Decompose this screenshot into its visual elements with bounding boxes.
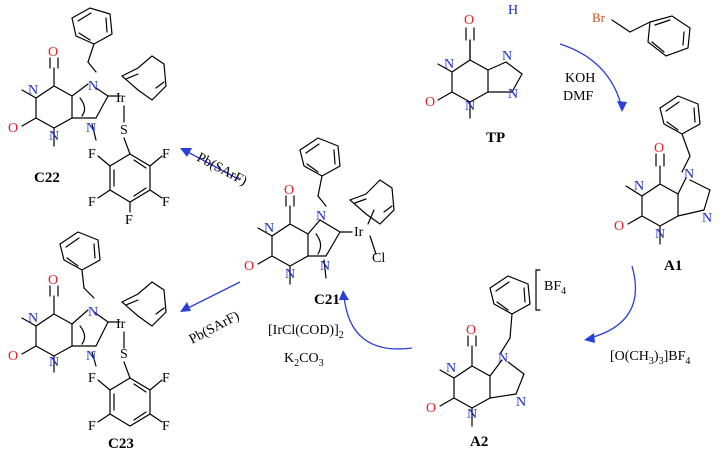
label-tp: TP bbox=[486, 130, 505, 146]
atom-n: N bbox=[516, 395, 526, 410]
atom-ir: Ir bbox=[116, 317, 126, 332]
arrow-a2-to-c21 bbox=[343, 295, 413, 350]
atom-f: F bbox=[162, 371, 170, 386]
atom-n: N bbox=[446, 361, 456, 376]
atom-f: F bbox=[88, 419, 96, 434]
atom-f: F bbox=[162, 195, 170, 210]
atom-n: N bbox=[49, 355, 59, 370]
reagent-pb-sarf-1: Pb(SArF) bbox=[194, 150, 249, 189]
molecule-a2: BF4 O N N O N N bbox=[426, 269, 566, 427]
atom-o: O bbox=[464, 13, 474, 28]
molecule-a1: O N N O N N bbox=[614, 95, 712, 245]
atom-s: S bbox=[120, 123, 128, 138]
label-a1: A1 bbox=[664, 258, 682, 274]
label-c22: C22 bbox=[34, 170, 60, 186]
atom-n: N bbox=[498, 351, 508, 366]
atom-br: Br bbox=[592, 10, 606, 25]
atom-n: N bbox=[285, 267, 295, 282]
atom-ir: Ir bbox=[116, 91, 126, 106]
atom-ir: Ir bbox=[354, 225, 364, 240]
reagent-ircl-cod: [IrCl(COD)]2 bbox=[268, 323, 344, 341]
atom-n: N bbox=[655, 227, 665, 242]
atom-o: O bbox=[48, 273, 58, 288]
counterion-bf4: BF4 bbox=[544, 279, 566, 297]
label-c23: C23 bbox=[108, 436, 134, 452]
atom-n: N bbox=[702, 211, 712, 226]
atom-cl: Cl bbox=[372, 251, 385, 266]
atom-o: O bbox=[426, 401, 436, 416]
molecule-benzyl-bromide: Br bbox=[592, 10, 691, 57]
molecule-c22: O N N O N N Ir S F F F F F bbox=[8, 7, 170, 228]
atom-f: F bbox=[162, 419, 170, 434]
atom-n: N bbox=[49, 129, 59, 144]
atom-n: N bbox=[444, 57, 454, 72]
atom-f: F bbox=[88, 195, 96, 210]
atom-n: N bbox=[320, 259, 330, 274]
reagent-k2co3: K2CO3 bbox=[284, 351, 324, 369]
atom-o: O bbox=[284, 183, 294, 198]
atom-f: F bbox=[162, 147, 170, 162]
atom-o: O bbox=[614, 219, 624, 234]
atom-n: N bbox=[634, 179, 644, 194]
arrow-tp-to-a1 bbox=[559, 43, 623, 109]
atom-n: N bbox=[88, 305, 98, 320]
reagent-pb-sarf-2: Pb(SArF) bbox=[187, 309, 242, 348]
atom-o: O bbox=[8, 349, 18, 364]
atom-f: F bbox=[88, 147, 96, 162]
atom-n: N bbox=[28, 311, 38, 326]
atom-n: N bbox=[316, 209, 326, 224]
arrow-c21-to-c22 bbox=[183, 149, 241, 181]
atom-n: N bbox=[684, 167, 694, 182]
atom-n: N bbox=[508, 87, 518, 102]
reagent-dmf: DMF bbox=[563, 89, 594, 104]
atom-nh: H bbox=[508, 3, 518, 18]
atom-n: N bbox=[502, 49, 512, 64]
atom-n: N bbox=[467, 407, 477, 422]
atom-n: N bbox=[86, 121, 96, 136]
atom-o: O bbox=[8, 121, 18, 136]
arrow-a1-to-a2 bbox=[589, 265, 637, 339]
atom-o: O bbox=[244, 259, 254, 274]
arrow-c21-to-c23 bbox=[183, 281, 241, 311]
atom-f: F bbox=[125, 213, 133, 228]
molecule-c23: O N N O N N Ir S F F F F bbox=[8, 231, 170, 434]
atom-f: F bbox=[88, 371, 96, 386]
atom-n: N bbox=[86, 349, 96, 364]
reagent-trimethyloxonium: [O(CH3)3]BF4 bbox=[610, 349, 690, 367]
atom-n: N bbox=[264, 221, 274, 236]
atom-n: N bbox=[465, 99, 475, 114]
atom-n: N bbox=[88, 79, 98, 94]
atom-o: O bbox=[48, 45, 58, 60]
label-a2: A2 bbox=[470, 434, 488, 450]
reagent-koh: KOH bbox=[565, 71, 595, 86]
molecule-tp: O N O N N H N bbox=[425, 3, 523, 119]
atom-n: N bbox=[28, 83, 38, 98]
atom-o: O bbox=[466, 323, 476, 338]
label-c21: C21 bbox=[314, 292, 340, 308]
atom-s: S bbox=[120, 347, 128, 362]
atom-o: O bbox=[425, 95, 435, 110]
molecule-c21: O N N O N N Ir Cl bbox=[244, 137, 395, 285]
atom-o: O bbox=[654, 141, 664, 156]
